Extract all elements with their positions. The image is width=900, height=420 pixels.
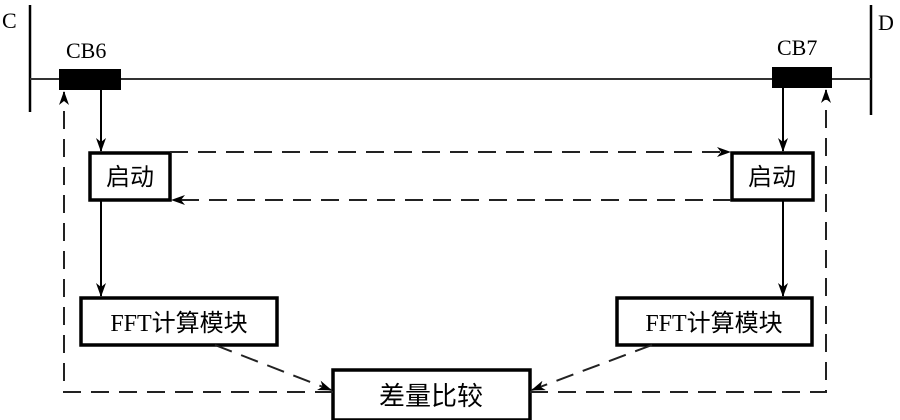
breaker-cb6-label: CB6 (66, 38, 106, 63)
compare-block-label: 差量比较 (379, 382, 483, 411)
compare-block (331, 368, 532, 420)
arrow-fft-right-to-compare (531, 344, 653, 391)
fft-block-left (79, 296, 279, 347)
arrow-fft-left-to-compare (214, 344, 332, 391)
breaker-cb7-label: CB7 (777, 35, 817, 60)
fft-block-right-label: FFT计算模块 (645, 310, 782, 337)
start-block-left (88, 151, 172, 202)
breaker-cb6 (59, 69, 121, 90)
fft-block-right (615, 296, 814, 347)
breaker-cb7 (772, 67, 832, 88)
start-block-left-label: 启动 (106, 164, 154, 191)
fft-block-left-label: FFT计算模块 (110, 310, 247, 337)
bus-d-label: D (878, 10, 894, 35)
start-block-right (730, 151, 815, 202)
trip-path-to-cb6 (59, 91, 333, 393)
start-block-right-label: 启动 (748, 164, 796, 191)
bus-c-label: C (2, 8, 17, 33)
trip-path-to-cb7 (530, 89, 831, 393)
